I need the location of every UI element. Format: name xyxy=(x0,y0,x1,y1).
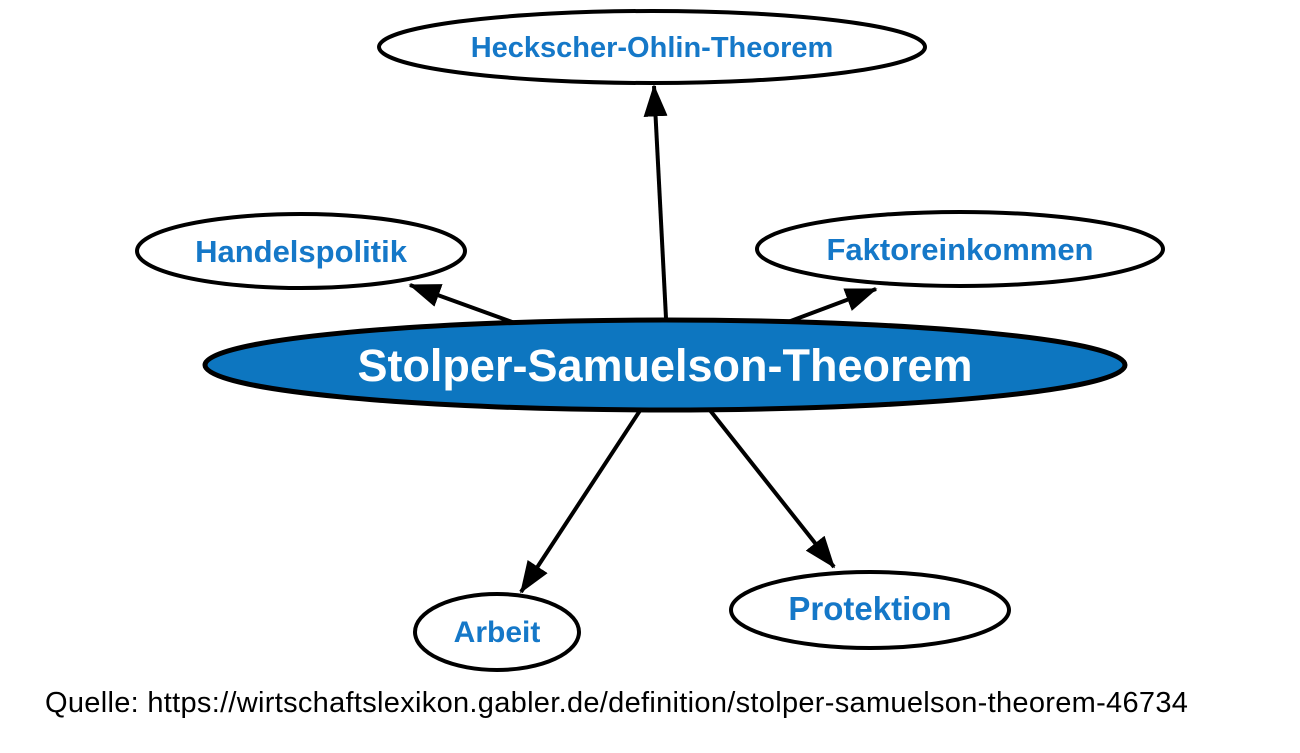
node-arbeit[interactable]: Arbeit xyxy=(413,592,581,672)
node-handelspolitik[interactable]: Handelspolitik xyxy=(135,212,467,290)
node-label: Faktoreinkommen xyxy=(826,232,1093,267)
edge-center-to-heckscher xyxy=(643,84,668,319)
edge-center-to-protektion xyxy=(707,407,836,569)
source-citation: Quelle: https://wirtschaftslexikon.gable… xyxy=(45,687,1188,719)
node-heckscher-ohlin-theorem[interactable]: Heckscher-Ohlin-Theorem xyxy=(377,9,927,85)
node-label: Arbeit xyxy=(454,616,541,649)
node-ellipse xyxy=(755,210,1165,288)
node-faktoreinkommen[interactable]: Faktoreinkommen xyxy=(755,210,1165,288)
node-protektion[interactable]: Protektion xyxy=(729,570,1011,650)
node-label: Heckscher-Ohlin-Theorem xyxy=(471,32,834,64)
node-label-center: Stolper-Samuelson-Theorem xyxy=(357,340,972,391)
node-ellipse xyxy=(729,570,1011,650)
node-ellipse xyxy=(413,592,581,672)
edge-center-to-faktoreinkommen xyxy=(787,287,878,324)
node-ellipse xyxy=(135,212,467,290)
edge-center-to-handelspolitik xyxy=(408,283,524,328)
node-label: Handelspolitik xyxy=(195,234,408,269)
node-ellipse xyxy=(377,9,927,85)
edges xyxy=(408,84,878,594)
node-ellipse-center xyxy=(202,317,1128,413)
edge-center-to-arbeit xyxy=(519,407,643,594)
node-label: Protektion xyxy=(788,590,951,627)
node-stolper-samuelson-theorem[interactable]: Stolper-Samuelson-Theorem xyxy=(202,317,1128,413)
